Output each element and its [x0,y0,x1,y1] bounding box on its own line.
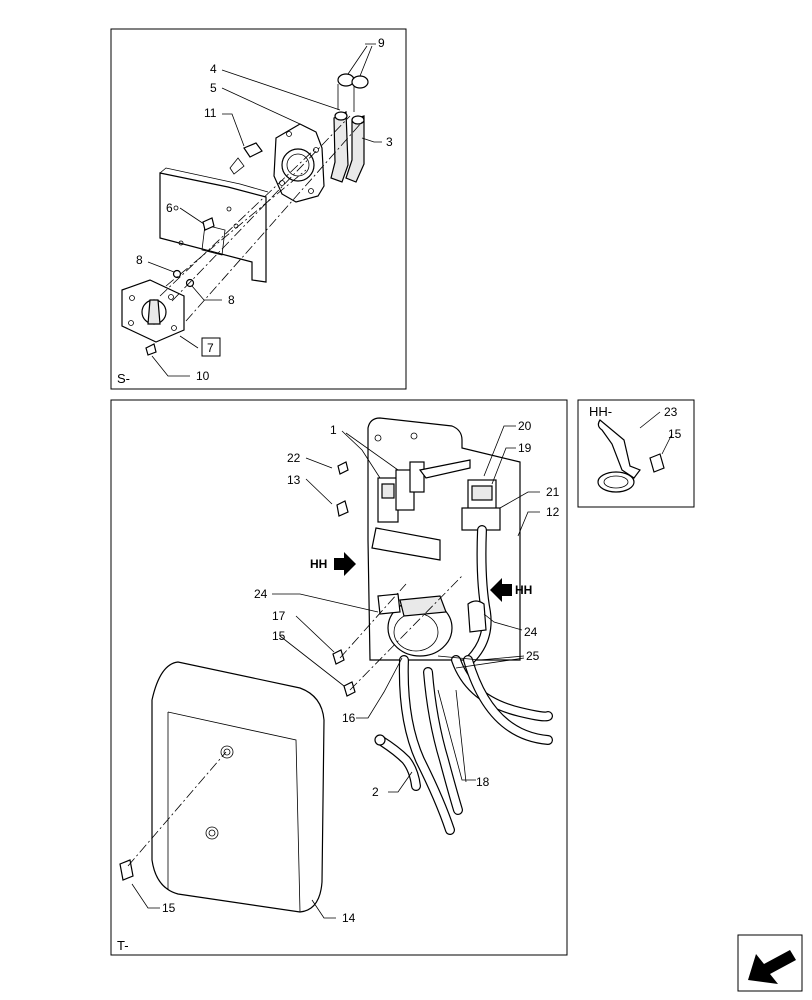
screws-t [119,461,356,881]
view-hh-panel [577,399,695,508]
pipe-fittings [330,73,369,183]
callout-t-20: 20 [518,419,532,433]
callout-labels: 9 4 5 11 3 6 8 8 7 10 1 22 13 20 19 21 1… [136,36,682,925]
callout-t-1: 1 [330,423,337,437]
leader-lines [131,43,673,919]
callout-t-19: 19 [518,441,532,455]
callout-t-15a: 15 [272,629,286,643]
callout-t-17: 17 [272,609,286,623]
callout-s-9: 9 [378,36,385,50]
callout-t-18: 18 [476,775,490,789]
callout-t-12: 12 [546,505,560,519]
screws [145,217,215,356]
callout-s-3: 3 [386,135,393,149]
callout-t-24b: 24 [524,625,538,639]
view-label-s: S- [117,371,130,386]
view-label-hh: HH- [589,404,612,419]
view-t-panel [110,399,568,956]
callout-t-21: 21 [546,485,560,499]
callout-t-15b: 15 [162,901,176,915]
view-s-panel [110,28,407,390]
callout-hh-15: 15 [668,427,682,441]
relay-block [377,461,425,523]
callout-t-25: 25 [526,649,540,663]
callout-s-8a: 8 [136,253,143,267]
connector-block [461,479,501,531]
view-t-frame [110,399,568,956]
callout-t-24a: 24 [254,587,268,601]
clamp-left [377,593,401,615]
section-marker-right: HH [515,583,532,597]
rotary-switch [121,279,185,343]
section-arrow-icon [334,552,356,576]
callout-s-4: 4 [210,62,217,76]
section-arrow-icon [490,578,512,602]
callout-hh-23: 23 [664,405,678,419]
callout-s-8b: 8 [228,293,235,307]
callout-s-5: 5 [210,81,217,95]
upper-rail [418,459,471,479]
fuse-holder [387,595,453,657]
next-page-arrow-icon[interactable] [737,934,803,992]
cover [151,661,325,913]
lower-rail [371,527,441,561]
callout-s-10: 10 [196,369,210,383]
callout-t-2: 2 [372,785,379,799]
view-hh-frame [577,399,695,508]
view-label-t: T- [117,938,129,953]
section-marker-left: HH [310,557,327,571]
callout-s-7-box [201,337,221,357]
callout-s-6: 6 [166,201,173,215]
callout-t-14: 14 [342,911,356,925]
callout-t-16: 16 [342,711,356,725]
callout-s-11: 11 [204,106,217,120]
callout-t-22: 22 [287,451,301,465]
callout-t-13: 13 [287,473,301,487]
switch-part [229,142,263,175]
clamp-right [467,600,487,633]
cable-harness [374,525,553,835]
callout-s-7: 7 [207,341,214,355]
view-s-frame [110,28,407,390]
mounting-bracket [159,167,269,283]
